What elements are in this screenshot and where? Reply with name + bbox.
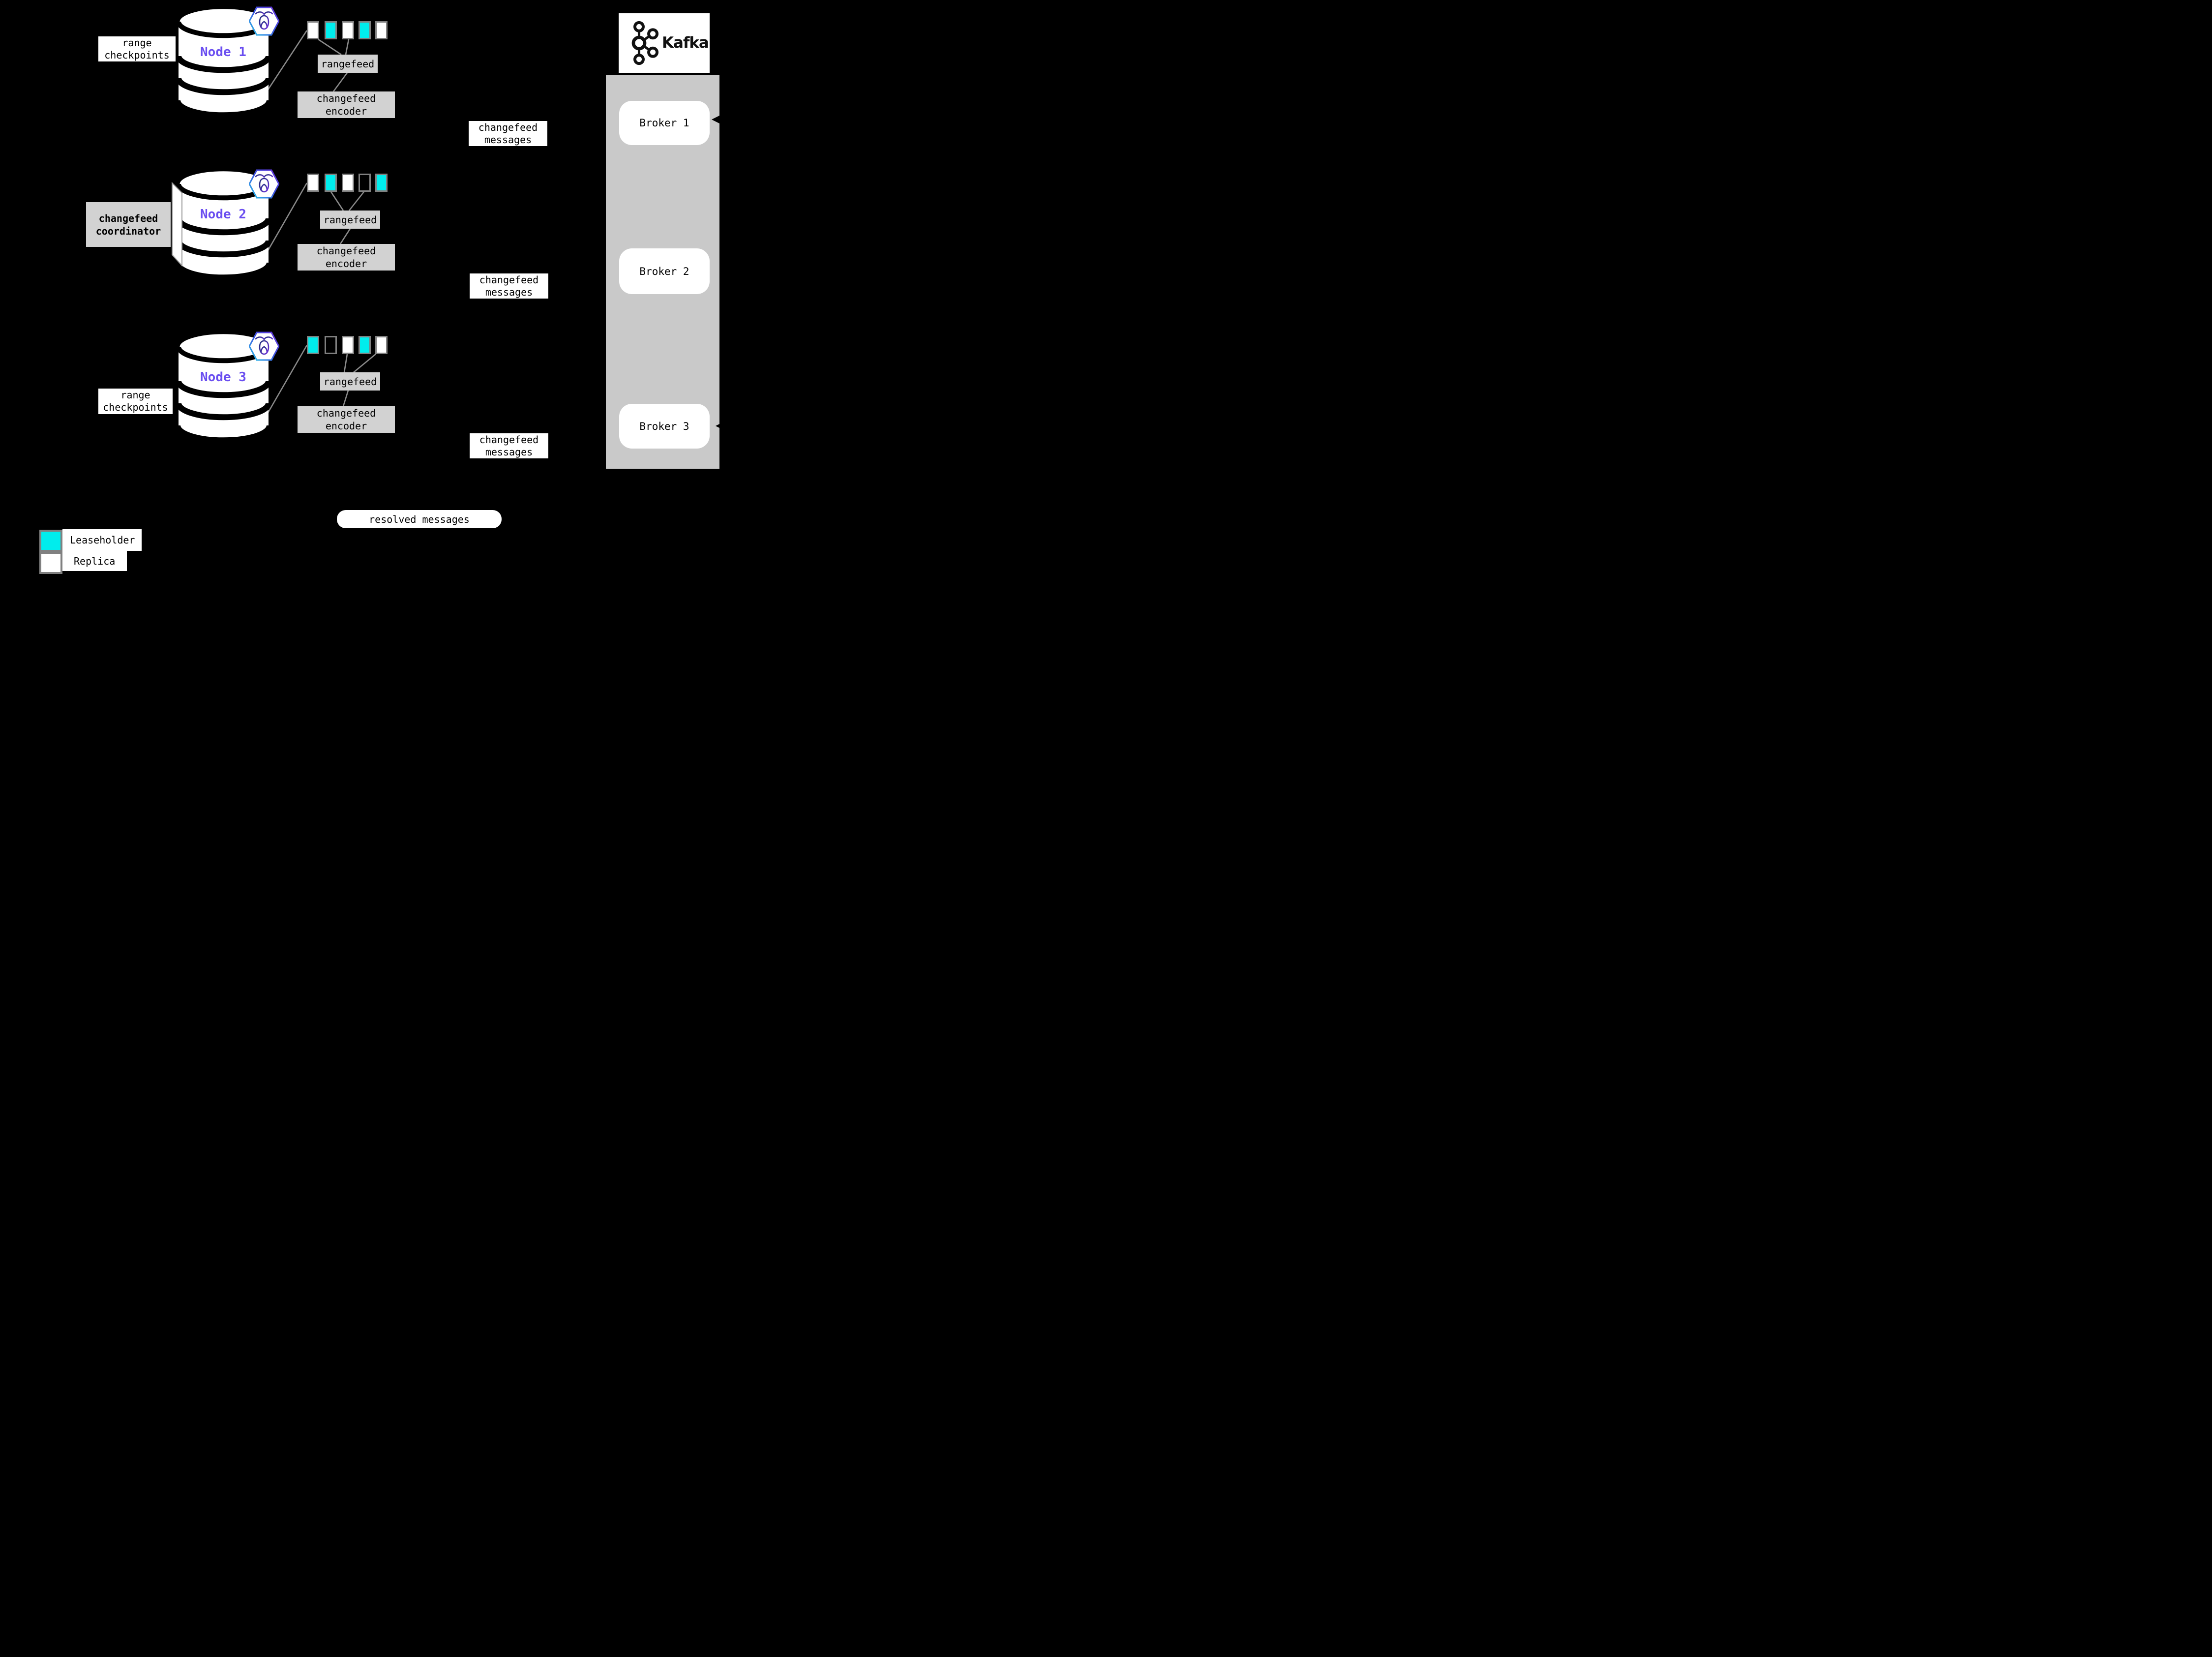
changefeed-encoder-box-3: changefeed encoder [298,406,395,433]
node3-range-row [307,336,390,354]
label-line: messages [485,446,533,458]
broker-label: Broker 2 [639,265,689,277]
changefeed-messages-label-2: changefeed messages [470,273,548,299]
cockroachdb-icon [249,169,279,199]
node1-label: Node 1 [200,45,246,60]
changefeed-encoder-box-1: changefeed encoder [298,91,395,118]
label-line: encoder [325,420,367,432]
label-line: range [120,389,150,401]
rangefeed-box-3: rangefeed [320,372,380,391]
node3-label: Node 3 [200,370,246,385]
label-line: encoder [325,258,367,270]
cockroachdb-icon [249,6,279,36]
rangefeed-box-2: rangefeed [320,211,380,229]
node2-range-row [307,174,390,192]
label-line: changefeed [316,407,376,419]
label-line: changefeed [479,273,539,286]
broker-2: Broker 2 [619,248,710,294]
node2-label: Node 2 [200,207,246,222]
label-line: rangefeed [321,58,375,70]
node3-cylinder: Node 3 [178,332,269,441]
legend-replica-swatch [39,552,62,574]
label-line: Replica [74,555,116,567]
legend-leaseholder-label: Leaseholder [62,529,142,551]
range-checkpoints-label-top: range checkpoints [98,36,176,61]
changefeed-messages-label-3: changefeed messages [470,433,548,458]
range-square [375,336,388,354]
kafka-icon [631,21,659,65]
changefeed-architecture-diagram: range checkpoints changefeed coordinator… [0,0,771,577]
legend-replica-label: Replica [62,551,127,571]
label-line: checkpoints [103,401,168,413]
kafka-title: Kafka [662,34,709,52]
range-square [375,21,388,39]
range-square [307,336,319,354]
legend-leaseholder-swatch [39,530,62,552]
node1-range-row [307,21,390,39]
range-square [307,21,319,39]
range-square [325,174,337,192]
label-line: checkpoints [104,49,170,61]
range-square [359,336,371,354]
range-square [359,21,371,39]
rangefeed-box-1: rangefeed [318,55,378,73]
changefeed-messages-label-1: changefeed messages [469,121,547,146]
label-line: messages [484,133,532,146]
label-line: coordinator [95,225,161,237]
kafka-header: Kafka [619,13,710,73]
label-line: changefeed [478,121,538,133]
broker-1: Broker 1 [619,101,710,145]
label-line: rangefeed [323,375,377,388]
range-square [307,174,319,192]
broker-3: Broker 3 [619,404,710,449]
kafka-broker-container: Broker 1 Broker 2 Broker 3 [606,75,719,469]
label-line: Leaseholder [70,534,135,546]
label-line: encoder [325,105,367,117]
cockroachdb-icon [249,331,279,361]
label-line: changefeed [98,212,158,224]
label-line: changefeed [316,245,376,257]
label-line: changefeed [316,92,376,104]
label-line: range [122,36,152,49]
range-square [325,336,337,354]
label-line: resolved messages [369,513,470,525]
broker-label: Broker 1 [639,117,689,129]
range-square [359,174,371,192]
label-line: changefeed [479,433,539,446]
range-square [342,174,354,192]
broker-label: Broker 3 [639,420,689,432]
changefeed-coordinator-label: changefeed coordinator [86,202,171,247]
label-line: rangefeed [323,213,377,226]
coordinator-ribbon [172,181,182,267]
range-square [342,21,354,39]
node2-cylinder: Node 2 [178,169,269,278]
resolved-messages-pill: resolved messages [337,510,502,528]
label-line: messages [485,286,533,298]
range-checkpoints-label-bottom: range checkpoints [98,389,173,414]
range-square [375,174,388,192]
range-square [325,21,337,39]
changefeed-encoder-box-2: changefeed encoder [298,244,395,271]
range-square [342,336,354,354]
